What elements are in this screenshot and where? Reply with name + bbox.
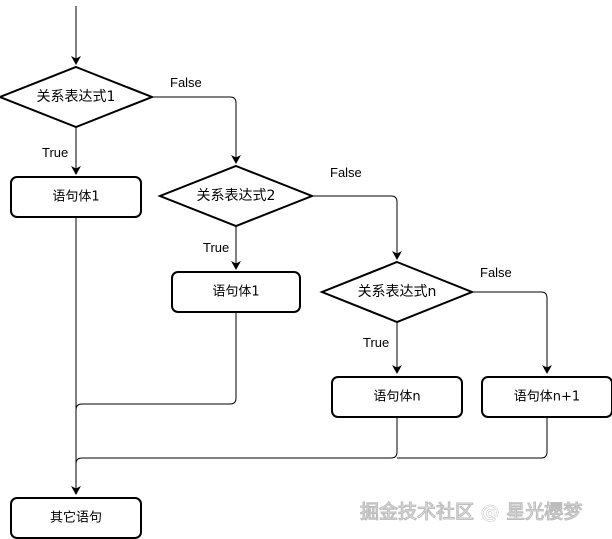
process-bodyn-label: 语句体n [373,390,420,405]
decision-node-2: 关系表达式2 [157,164,315,228]
process-bodyn1-label: 语句体n+1 [514,390,580,405]
arrow-condn-false [472,291,552,374]
edge-label-false-n: False [480,265,512,280]
watermark: 掘金技术社区 @ 星光樱梦 [360,500,583,523]
decision-2-label: 关系表达式2 [197,188,276,204]
process-other-label: 其它语句 [50,510,102,526]
process-node-bodyn1: 语句体n+1 [481,376,612,418]
edge-label-false-1: False [170,75,202,90]
arrow-cond2-false [312,195,402,260]
process-node-body1-first: 语句体1 [10,176,142,218]
line-bodyn-merge [75,418,398,465]
line-body1b-merge [75,313,237,411]
process-node-other: 其它语句 [10,497,142,539]
decision-1-label: 关系表达式1 [37,89,116,105]
decision-node-n: 关系表达式n [319,260,475,324]
line-bodyn1-merge [397,418,548,459]
process-node-body1-second: 语句体1 [171,271,301,313]
edge-label-true-1: True [42,145,68,160]
connectors [71,6,552,495]
edge-label-false-2: False [330,165,362,180]
process-node-bodyn: 语句体n [331,376,463,418]
decision-n-label: 关系表达式n [358,284,437,300]
edge-label-true-n: True [363,335,389,350]
edge-label-true-2: True [203,240,229,255]
arrow-cond1-false [152,96,241,164]
process-body1-first-label: 语句体1 [52,190,99,205]
decision-node-1: 关系表达式1 [0,65,155,129]
process-body1-second-label: 语句体1 [212,285,259,300]
